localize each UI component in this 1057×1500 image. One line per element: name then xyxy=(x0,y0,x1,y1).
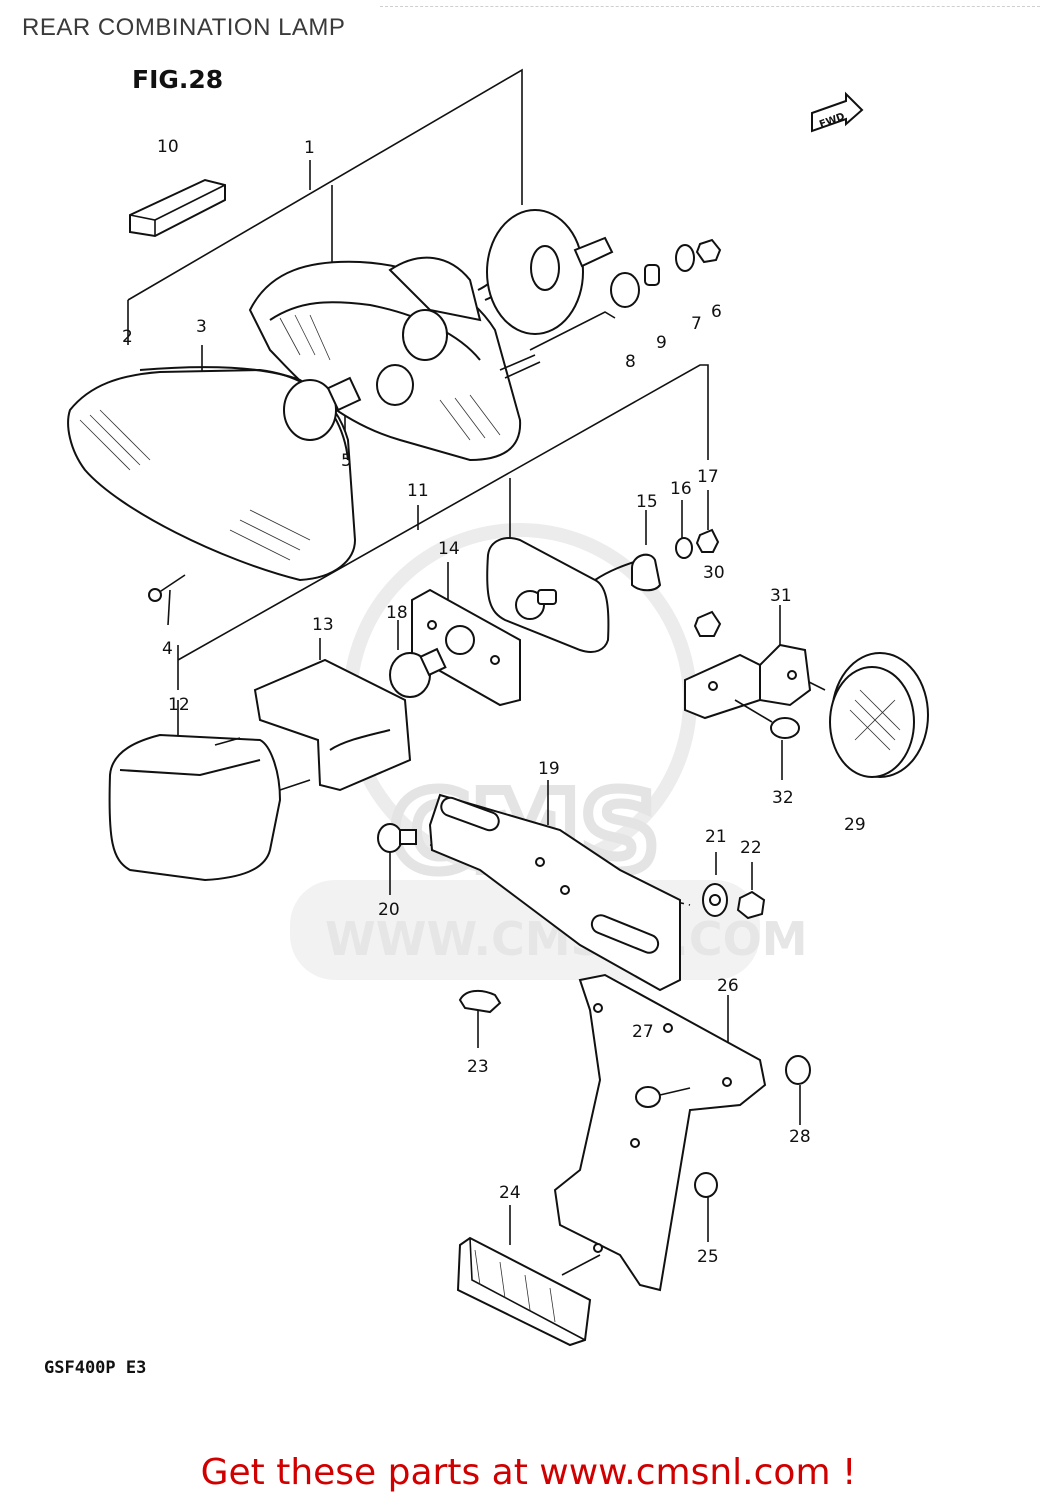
buy-parts-link[interactable]: Get these parts at www.cmsnl.com ! xyxy=(200,1452,857,1493)
model-code: GSF400P E3 xyxy=(44,1358,146,1378)
callout-16: 16 xyxy=(670,479,692,499)
part-24-rect-reflector xyxy=(456,1236,592,1347)
part-4-screw xyxy=(148,574,186,602)
parts-15-17-hardware xyxy=(631,528,722,637)
fwd-arrow-icon: FWD xyxy=(811,91,864,133)
callout-30: 30 xyxy=(703,563,725,583)
figure-label: FIG.28 xyxy=(132,65,223,94)
callout-24: 24 xyxy=(499,1183,521,1203)
part-20-bolt xyxy=(377,823,417,853)
part-1-lamp-housing xyxy=(248,209,614,462)
part-19-plate-bracket xyxy=(428,793,681,992)
callout-7: 7 xyxy=(691,314,702,334)
callout-25: 25 xyxy=(697,1247,719,1267)
callout-22: 22 xyxy=(740,838,762,858)
callout-4: 4 xyxy=(162,639,173,659)
callout-19: 19 xyxy=(538,759,560,779)
part-12-lamp-cover xyxy=(108,733,311,882)
callout-13: 13 xyxy=(312,615,334,635)
part-5-bulb xyxy=(283,376,362,441)
parts-6-9-hardware xyxy=(610,238,722,308)
part-23-cap xyxy=(458,989,502,1014)
callout-11: 11 xyxy=(407,481,429,501)
callout-26: 26 xyxy=(717,976,739,996)
callout-21: 21 xyxy=(705,827,727,847)
part-29-round-reflector xyxy=(829,652,929,778)
callout-17: 17 xyxy=(697,467,719,487)
part-13-lamp-case xyxy=(253,658,412,792)
part-10-pad xyxy=(129,178,226,238)
callout-27: 27 xyxy=(632,1022,654,1042)
part-2-lens xyxy=(67,366,357,582)
callout-8: 8 xyxy=(625,352,636,372)
callout-9: 9 xyxy=(656,333,667,353)
callout-10: 10 xyxy=(157,137,179,157)
callout-14: 14 xyxy=(438,539,460,559)
part-18-bulb xyxy=(389,647,447,698)
callout-2: 2 xyxy=(122,327,133,347)
callout-32: 32 xyxy=(772,788,794,808)
callout-5: 5 xyxy=(341,451,352,471)
parts-21-22-hardware xyxy=(702,883,766,920)
callout-29: 29 xyxy=(844,815,866,835)
parts-25-28-nuts xyxy=(694,1055,811,1198)
callout-labels: 1 2 3 4 5 6 7 8 9 10 11 12 13 14 15 16 1… xyxy=(122,137,866,1267)
part-11-license-lamp xyxy=(486,537,641,653)
parts-diagram: CMS WWW.CMSNL.COM FIG.28 FWD xyxy=(44,65,929,1378)
callout-23: 23 xyxy=(467,1057,489,1077)
page-title: REAR COMBINATION LAMP xyxy=(22,14,346,41)
callout-6: 6 xyxy=(711,302,722,322)
top-divider xyxy=(380,6,1040,7)
callout-18: 18 xyxy=(386,603,408,623)
part-26-stay xyxy=(553,973,767,1292)
callout-31: 31 xyxy=(770,586,792,606)
part-31-bracket xyxy=(684,643,812,720)
callout-28: 28 xyxy=(789,1127,811,1147)
callout-15: 15 xyxy=(636,492,658,512)
part-32-screw xyxy=(734,699,800,739)
callout-3: 3 xyxy=(196,317,207,337)
callout-1: 1 xyxy=(304,138,315,158)
callout-12: 12 xyxy=(168,695,190,715)
callout-20: 20 xyxy=(378,900,400,920)
part-27-screw xyxy=(635,1086,691,1108)
